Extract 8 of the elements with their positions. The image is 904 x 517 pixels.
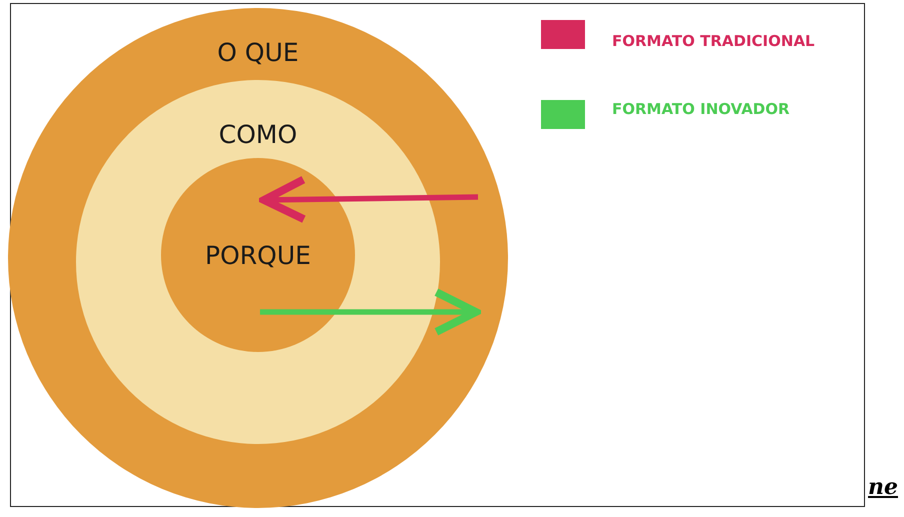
text-fragment: ne bbox=[868, 474, 898, 500]
ring-label: COMO bbox=[218, 120, 298, 149]
ring-label: O QUE bbox=[216, 38, 300, 67]
arrow bbox=[260, 176, 478, 224]
legend-label: FORMATO TRADICIONAL bbox=[612, 32, 815, 50]
ring-label: PORQUE bbox=[204, 241, 312, 270]
legend-label: FORMATO INOVADOR bbox=[612, 100, 790, 118]
arrow bbox=[260, 288, 480, 336]
